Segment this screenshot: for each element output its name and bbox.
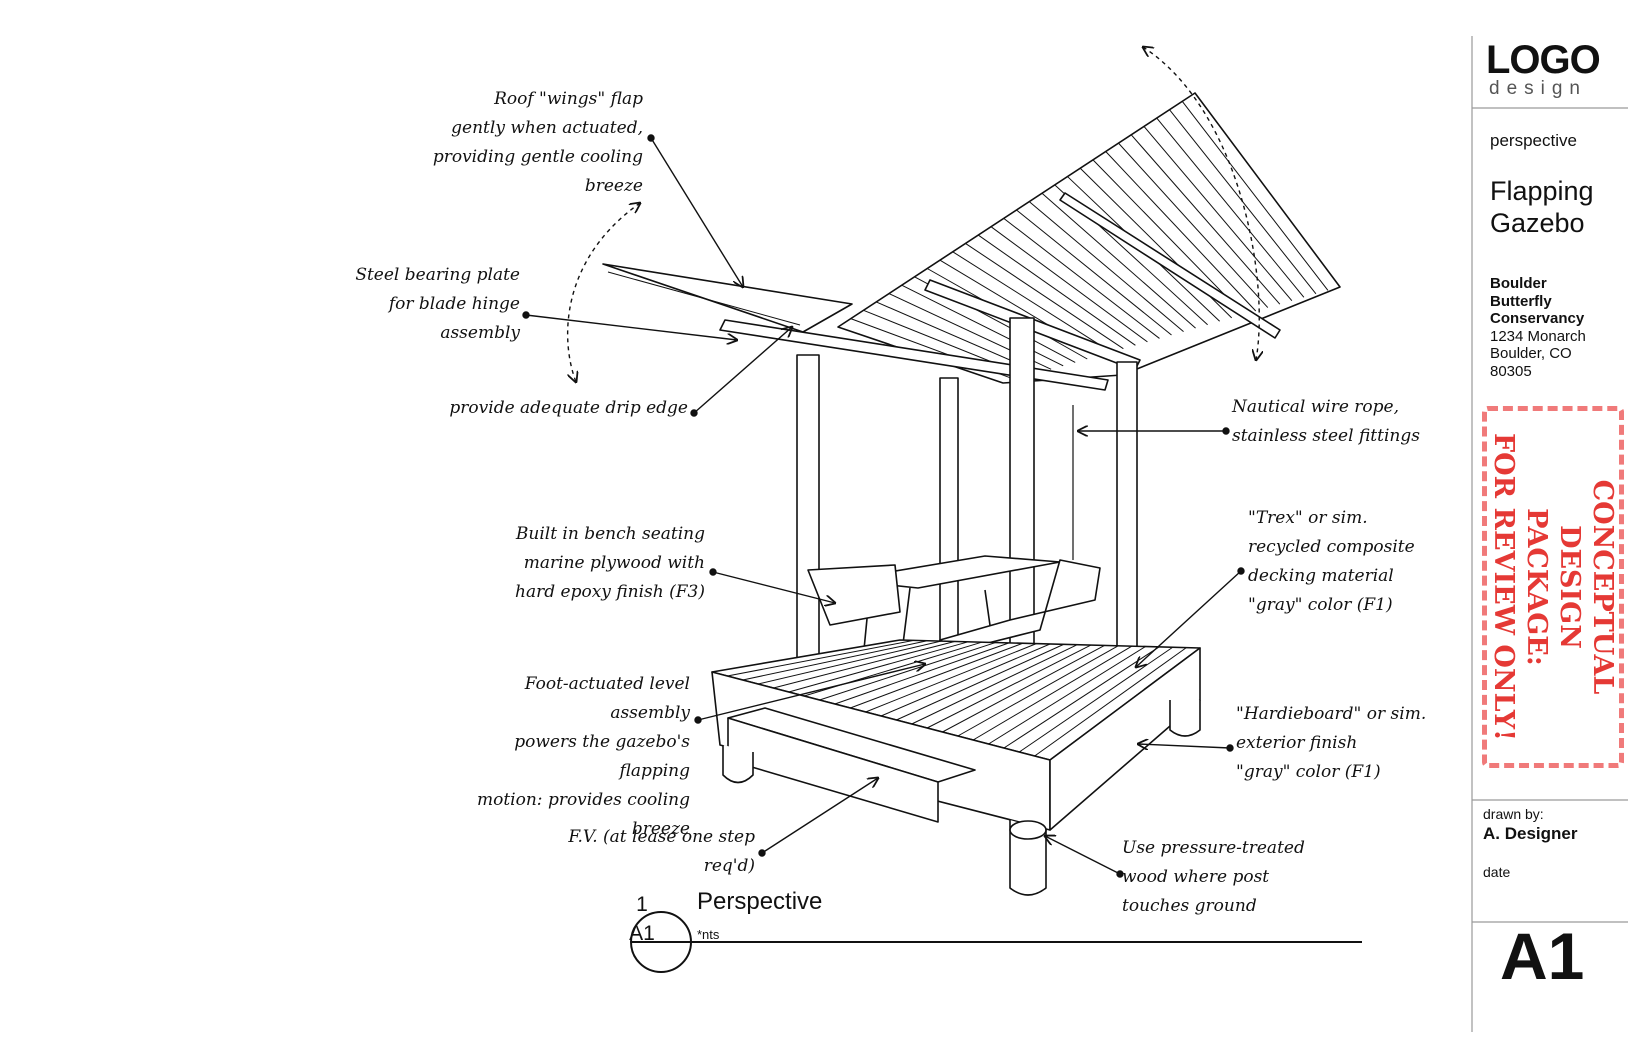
roof-rib — [990, 226, 1148, 343]
note-posts: Use pressure-treated wood where post tou… — [1122, 838, 1305, 916]
leader-step — [761, 778, 878, 854]
footing-right — [1169, 700, 1201, 737]
deck-board — [880, 643, 1051, 717]
roof-rib — [1003, 217, 1160, 339]
logo-subtext: design — [1489, 78, 1587, 99]
note-foot-lever: Foot-actuated level assembly powers the … — [477, 674, 690, 839]
view-scale: *nts — [697, 927, 720, 942]
deck-board — [957, 645, 1119, 737]
roof-rib — [965, 243, 1124, 350]
note-bench: Built in bench seating marine plywood wi… — [515, 524, 705, 602]
leader-decking — [1136, 570, 1242, 667]
leader-hardieboard — [1138, 744, 1231, 748]
deck-board — [865, 643, 1037, 713]
roof-rib — [977, 234, 1136, 346]
bench-left — [807, 564, 901, 626]
view-number: 1 — [636, 893, 648, 916]
note-decking: "Trex" or sim. recycled composite deckin… — [1248, 508, 1415, 615]
deck-board — [972, 645, 1133, 741]
deck-board — [911, 644, 1078, 725]
deck-board — [942, 645, 1105, 733]
drawn-by-value: A. Designer — [1483, 824, 1578, 843]
footing-left — [722, 745, 754, 784]
leader-roof-wings — [650, 137, 743, 287]
note-wire-rope: Nautical wire rope, stainless steel fitt… — [1232, 397, 1420, 446]
leader-posts — [1045, 836, 1121, 875]
client-info: Boulder Butterfly Conservancy 1234 Monar… — [1490, 275, 1586, 380]
deck-board — [850, 642, 1023, 709]
roof-rib — [952, 251, 1112, 353]
flap-arc-left — [567, 203, 640, 382]
deck-board — [988, 646, 1146, 745]
footing-mid — [1009, 820, 1047, 896]
project-title: Flapping Gazebo — [1490, 176, 1594, 238]
post-back-mid — [939, 377, 959, 679]
note-drip-edge: provide adequate drip edge — [449, 398, 688, 418]
deck-board — [773, 640, 955, 689]
deck-board — [1034, 647, 1187, 757]
post-right — [1116, 361, 1138, 655]
deck-board — [819, 642, 996, 701]
review-stamp: CONCEPTUAL DESIGN PACKAGE: FOR REVIEW ON… — [1482, 406, 1624, 768]
review-stamp-text: CONCEPTUAL DESIGN PACKAGE: FOR REVIEW ON… — [1488, 432, 1618, 741]
client-address: 1234 Monarch Boulder, CO 80305 — [1490, 327, 1586, 380]
post-back-left — [796, 354, 820, 679]
note-hardieboard: "Hardieboard" or sim. exterior finish "g… — [1236, 704, 1427, 782]
view-title-bubble — [630, 911, 1362, 973]
deck-board — [926, 644, 1092, 729]
note-steel-plate: Steel bearing plate for blade hinge asse… — [355, 265, 520, 343]
view-title: Perspective — [697, 888, 823, 915]
view-type-label: perspective — [1490, 131, 1577, 150]
view-sheet-ref: A1 — [629, 922, 655, 945]
logo-text: LOGO — [1486, 38, 1601, 82]
deck-board — [742, 640, 928, 681]
client-name: Boulder Butterfly Conservancy — [1490, 275, 1585, 327]
note-step: F.V. (at lease one step req'd) — [568, 827, 755, 876]
leader-bench — [712, 571, 835, 603]
date-label: date — [1483, 864, 1511, 880]
deck-board — [896, 643, 1064, 721]
deck-board — [1003, 646, 1160, 749]
drawn-by-label: drawn by: — [1483, 806, 1544, 822]
gazebo-structure — [602, 92, 1341, 896]
roof-rib — [901, 284, 1064, 367]
right-roof-wing — [837, 92, 1341, 384]
deck-board — [788, 641, 969, 693]
note-roof-wings: Roof "wings" flap gently when actuated, … — [432, 89, 643, 196]
deck-board — [757, 640, 942, 685]
sheet-number: A1 — [1500, 919, 1585, 993]
deck-board — [834, 642, 1010, 705]
leader-drip-edge — [693, 327, 792, 414]
leader-foot-lever — [697, 664, 925, 721]
title-block-frame — [1471, 36, 1628, 1032]
leader-steel-plate — [525, 314, 737, 340]
deck-board — [727, 639, 914, 677]
